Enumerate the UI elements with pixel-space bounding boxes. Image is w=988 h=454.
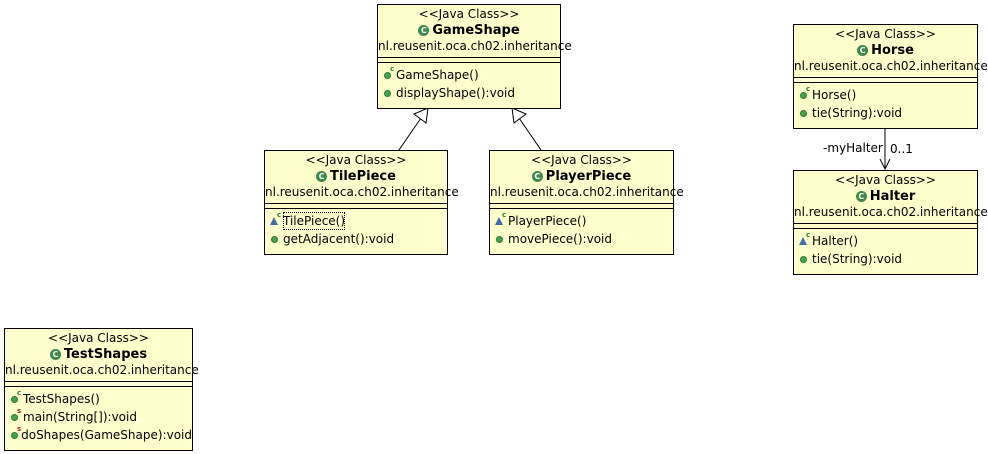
class-tilepiece[interactable]: <<Java Class>> C TilePiece nl.reusenit.o… [264,150,459,255]
generalization-playerpiece-gameshape [518,117,542,151]
class-c-icon: C [857,45,869,56]
class-c-icon: C [855,191,867,202]
public-method-icon [270,234,280,244]
operation[interactable]: getAdjacent():void [270,230,447,248]
association-role-label: -myHalter [823,141,883,155]
stereotype: <<Java Class>> [835,27,936,41]
stereotype: <<Java Class>> [305,153,407,167]
public-constructor-icon: c [10,389,21,404]
operation[interactable]: c PlayerPiece() [495,211,673,230]
class-gameshape[interactable]: <<Java Class>> C GameShape nl.reusenit.o… [377,4,572,109]
association-arrowhead [879,158,891,171]
package-name: nl.reusenit.oca.ch02.inheritance [490,185,684,199]
class-halter[interactable]: <<Java Class>> C Halter nl.reusenit.oca.… [793,170,988,275]
class-c-icon: C [418,25,430,36]
class-c-icon: C [316,171,328,182]
operation[interactable]: s main(String[]):void [10,407,192,426]
static-method-icon: s [10,407,21,422]
class-c-icon: C [531,171,543,182]
public-method-icon [495,234,505,244]
operations-compartment: c PlayerPiece() movePiece():void [490,209,673,250]
public-method-icon [383,88,393,98]
package-name: nl.reusenit.oca.ch02.inheritance [794,205,988,219]
public-method-icon [799,108,809,118]
association-multiplicity-label: 0..1 [890,142,913,156]
operation[interactable]: s doShapes(GameShape):void [10,425,192,444]
stereotype: <<Java Class>> [531,153,632,167]
operation[interactable]: c GameShape() [383,65,560,84]
operation[interactable]: tie(String):void [799,104,977,122]
package-name: nl.reusenit.oca.ch02.inheritance [794,59,988,73]
operation[interactable]: c TestShapes() [10,389,192,408]
public-constructor-icon: c [383,65,394,80]
class-playerpiece[interactable]: <<Java Class>> C PlayerPiece nl.reusenit… [489,150,684,255]
class-name: TestShapes [63,347,148,362]
public-constructor-icon: c [799,85,810,100]
operations-compartment: c GameShape() displayShape():void [378,63,560,104]
package-constructor-icon: c [799,231,810,246]
static-method-icon: s [10,425,21,440]
class-name: Horse [871,43,914,58]
generalization-arrowhead-tilepiece [413,107,429,124]
stereotype: <<Java Class>> [418,7,520,21]
class-name: GameShape [432,23,520,38]
package-name: nl.reusenit.oca.ch02.inheritance [265,185,459,199]
public-method-icon [799,254,809,264]
class-name: PlayerPiece [545,169,632,184]
stereotype: <<Java Class>> [48,331,149,345]
package-name: nl.reusenit.oca.ch02.inheritance [5,363,199,377]
stereotype: <<Java Class>> [835,173,936,187]
class-c-icon: C [49,349,61,360]
generalization-arrowhead-playerpiece [511,107,527,124]
operation[interactable]: c Horse() [799,85,977,104]
operations-compartment: c Halter() tie(String):void [794,229,977,270]
class-name: Halter [869,189,916,204]
operation[interactable]: displayShape():void [383,84,560,102]
class-horse[interactable]: <<Java Class>> C Horse nl.reusenit.oca.c… [793,24,988,129]
class-testshapes[interactable]: <<Java Class>> C TestShapes nl.reusenit.… [4,328,199,451]
package-constructor-icon: c [495,211,506,226]
operations-compartment: c TestShapes() s main(String[]):void s d… [5,387,192,446]
operation[interactable]: c TilePiece() [270,211,447,230]
operation[interactable]: c Halter() [799,231,977,250]
operations-compartment: c Horse() tie(String):void [794,83,977,124]
package-name: nl.reusenit.oca.ch02.inheritance [378,39,572,53]
operation[interactable]: movePiece():void [495,230,673,248]
operations-compartment: c TilePiece() getAdjacent():void [265,209,447,250]
package-constructor-icon: c [270,211,281,226]
class-name: TilePiece [330,169,396,184]
generalization-tilepiece-gameshape [398,117,422,151]
operation[interactable]: tie(String):void [799,250,977,268]
